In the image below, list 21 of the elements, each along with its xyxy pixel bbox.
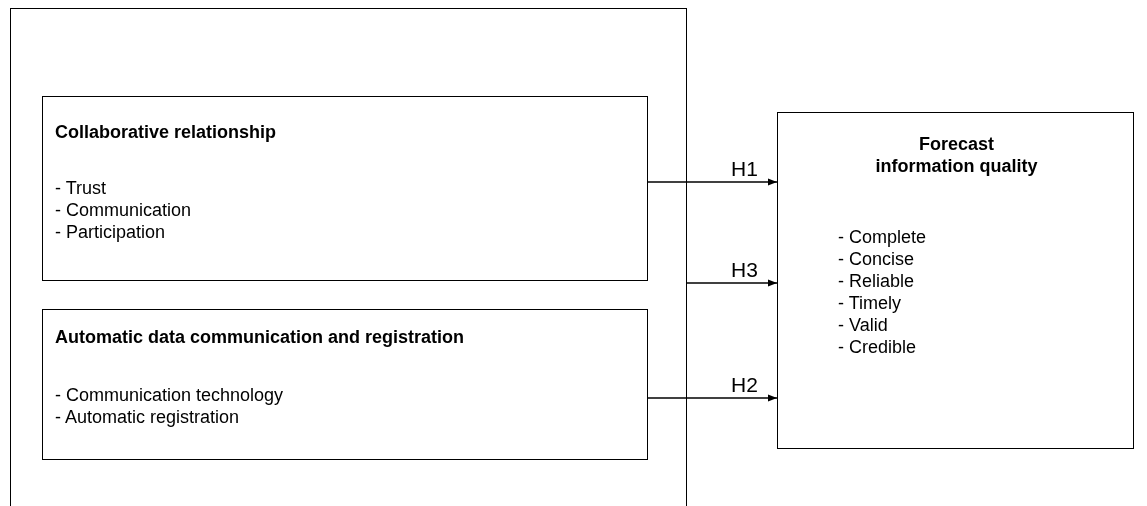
box-heading: Forecast information quality: [874, 133, 1039, 177]
arrow: [646, 178, 778, 186]
list-item: - Concise: [838, 248, 915, 270]
arrow: [686, 279, 778, 287]
arrow: [646, 394, 778, 402]
list-item: - Timely: [838, 292, 901, 314]
list-item: - Reliable: [838, 270, 915, 292]
list-item: - Communication: [55, 199, 192, 221]
concept-box: [777, 112, 1134, 449]
list-item: - Participation: [55, 221, 166, 243]
list-item: - Valid: [838, 314, 888, 336]
list-item: - Communication technology: [55, 384, 284, 406]
box-heading: Automatic data communication and registration: [55, 326, 465, 348]
box-heading: Collaborative relationship: [55, 121, 277, 143]
list-item: - Automatic registration: [55, 406, 240, 428]
concept-box: [42, 309, 648, 460]
list-item: - Complete: [838, 226, 927, 248]
concept-box: [42, 96, 648, 281]
list-item: - Trust: [55, 177, 106, 199]
outer-frame: [10, 8, 687, 506]
list-item: - Credible: [838, 336, 917, 358]
